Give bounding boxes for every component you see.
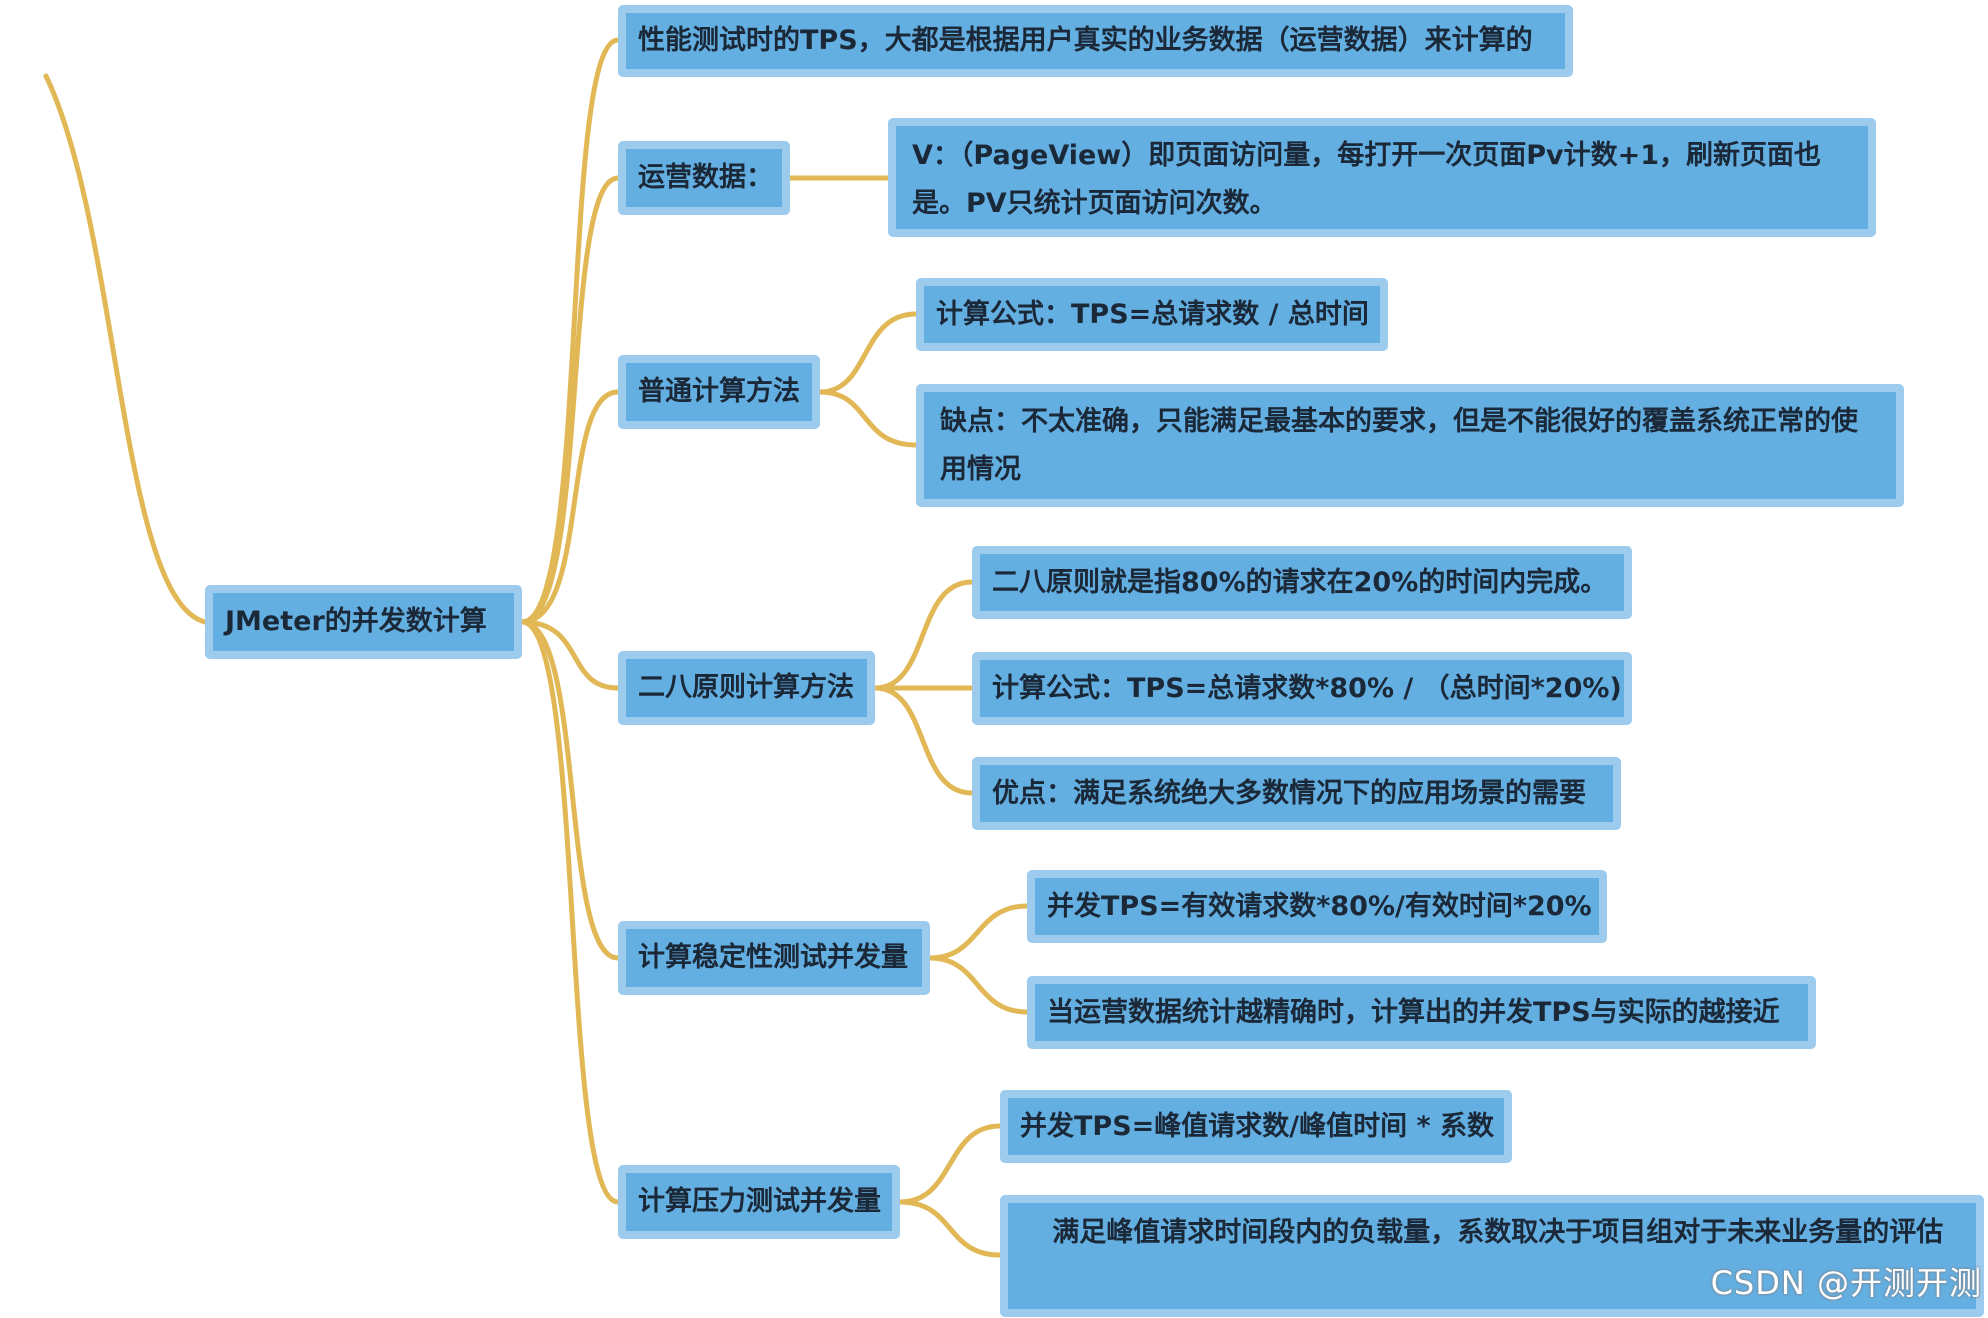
child-label: 缺点：不太准确，只能满足最基本的要求，但是不能很好的覆盖系统正常的使用情况 [940,406,1858,485]
connector-root-branch-2 [519,175,621,625]
child-node-stress-formula[interactable]: 并发TPS=峰值请求数/峰值时间 * 系数 [1000,1090,1512,1163]
child-label: 满足峰值请求时间段内的负载量，系数取决于项目组对于未来业务量的评估 [1024,1217,1944,1248]
branch-node-normal-method[interactable]: 普通计算方法 [618,355,820,429]
branch-label: 普通计算方法 [638,376,800,407]
child-node-normal-formula[interactable]: 计算公式：TPS=总请求数 / 总时间 [916,278,1388,351]
branch-node-operational-data[interactable]: 运营数据： [618,141,790,215]
connector-branch-3-child-1 [817,311,919,395]
connector-root-branch-6 [519,619,621,1205]
child-node-stress-description[interactable]: 满足峰值请求时间段内的负载量，系数取决于项目组对于未来业务量的评估 [1000,1195,1984,1317]
connector-root-branch-3 [519,389,621,625]
branch-label: 计算稳定性测试并发量 [638,942,908,973]
child-node-8020-definition[interactable]: 二八原则就是指80%的请求在20%的时间内完成。 [972,546,1632,619]
child-node-normal-drawback[interactable]: 缺点：不太准确，只能满足最基本的要求，但是不能很好的覆盖系统正常的使用情况 [916,384,1904,507]
connector-branch-4-child-3 [872,685,975,796]
root-node[interactable]: JMeter的并发数计算 [205,585,522,659]
branch-label: 性能测试时的TPS，大都是根据用户真实的业务数据（运营数据）来计算的 [638,25,1533,56]
child-node-pageview[interactable]: V：（PageView）即页面访问量，每打开一次页面Pv计数+1，刷新页面也是。… [888,118,1876,237]
child-node-stability-accuracy[interactable]: 当运营数据统计越精确时，计算出的并发TPS与实际的越接近 [1027,976,1816,1049]
connector-stray [43,73,208,625]
watermark: CSDN @开测开测 [1710,1264,1982,1302]
child-label: V：（PageView）即页面访问量，每打开一次页面Pv计数+1，刷新页面也是。… [912,140,1822,219]
child-label: 计算公式：TPS=总请求数 / 总时间 [936,299,1369,330]
child-label: 计算公式：TPS=总请求数*80% / （总时间*20%) [992,673,1622,704]
branch-label: 计算压力测试并发量 [638,1186,881,1217]
branch-label: 运营数据： [638,162,773,193]
child-node-stability-formula[interactable]: 并发TPS=有效请求数*80%/有效时间*20% [1027,870,1607,943]
root-label: JMeter的并发数计算 [225,606,487,637]
child-label: 优点：满足系统绝大多数情况下的应用场景的需要 [992,778,1586,809]
connector-root-branch-1 [519,37,621,625]
branch-node-8020-method[interactable]: 二八原则计算方法 [618,651,875,725]
connector-branch-4-child-1 [872,579,975,691]
child-label: 并发TPS=峰值请求数/峰值时间 * 系数 [1020,1111,1495,1142]
branch-node-stability-concurrency[interactable]: 计算稳定性测试并发量 [618,921,930,995]
child-label: 并发TPS=有效请求数*80%/有效时间*20% [1047,891,1592,922]
connector-branch-6-child-1 [897,1123,1003,1205]
child-label: 二八原则就是指80%的请求在20%的时间内完成。 [992,567,1608,598]
child-node-8020-advantage[interactable]: 优点：满足系统绝大多数情况下的应用场景的需要 [972,757,1621,830]
branch-node-stress-concurrency[interactable]: 计算压力测试并发量 [618,1165,900,1239]
connector-branch-6-child-2 [897,1199,1003,1258]
connector-root-branch-4 [519,619,621,691]
connector-branch-5-child-1 [927,903,1030,961]
connector-branch-5-child-2 [927,955,1030,1015]
branch-label: 二八原则计算方法 [638,672,854,703]
connector-branch-3-child-2 [817,389,919,448]
child-label: 当运营数据统计越精确时，计算出的并发TPS与实际的越接近 [1047,997,1780,1028]
connector-root-branch-5 [519,619,621,961]
child-node-8020-formula[interactable]: 计算公式：TPS=总请求数*80% / （总时间*20%) [972,652,1632,725]
branch-node-tps-basis[interactable]: 性能测试时的TPS，大都是根据用户真实的业务数据（运营数据）来计算的 [618,5,1573,77]
